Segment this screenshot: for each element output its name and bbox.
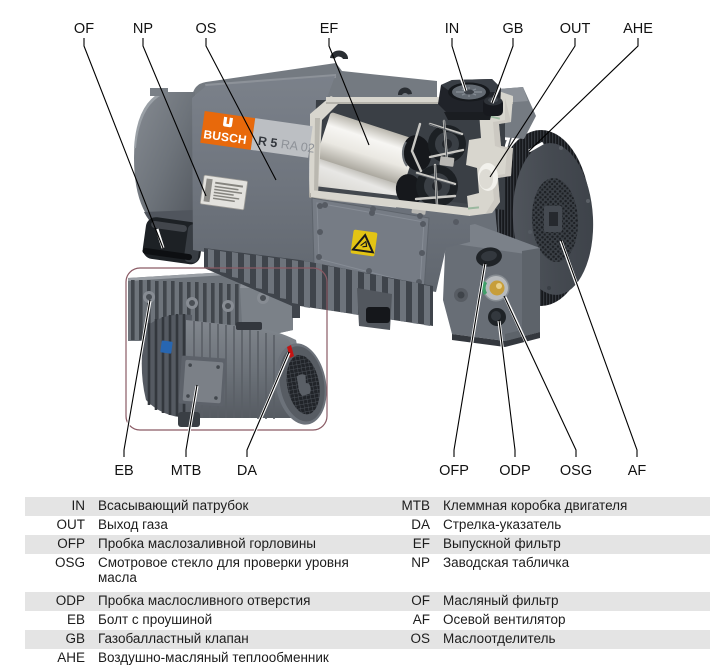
svg-text:OS: OS: [196, 21, 217, 37]
svg-text:AF: AF: [628, 463, 647, 479]
svg-text:MTB: MTB: [171, 463, 202, 479]
svg-text:ODP: ODP: [499, 463, 530, 479]
svg-text:OUT: OUT: [560, 21, 591, 37]
svg-text:OF: OF: [74, 21, 94, 37]
svg-text:EF: EF: [320, 21, 339, 37]
svg-text:OSG: OSG: [560, 463, 592, 479]
svg-text:R 5: R 5: [257, 134, 278, 151]
svg-text:IN: IN: [445, 21, 460, 37]
svg-text:DA: DA: [237, 463, 257, 479]
svg-text:RA 02: RA 02: [280, 137, 316, 156]
svg-text:GB: GB: [503, 21, 524, 37]
svg-text:AHE: AHE: [623, 21, 653, 37]
svg-text:NP: NP: [133, 21, 153, 37]
svg-text:OFP: OFP: [439, 463, 469, 479]
svg-text:EB: EB: [114, 463, 133, 479]
svg-text:BUSCH: BUSCH: [203, 127, 248, 147]
